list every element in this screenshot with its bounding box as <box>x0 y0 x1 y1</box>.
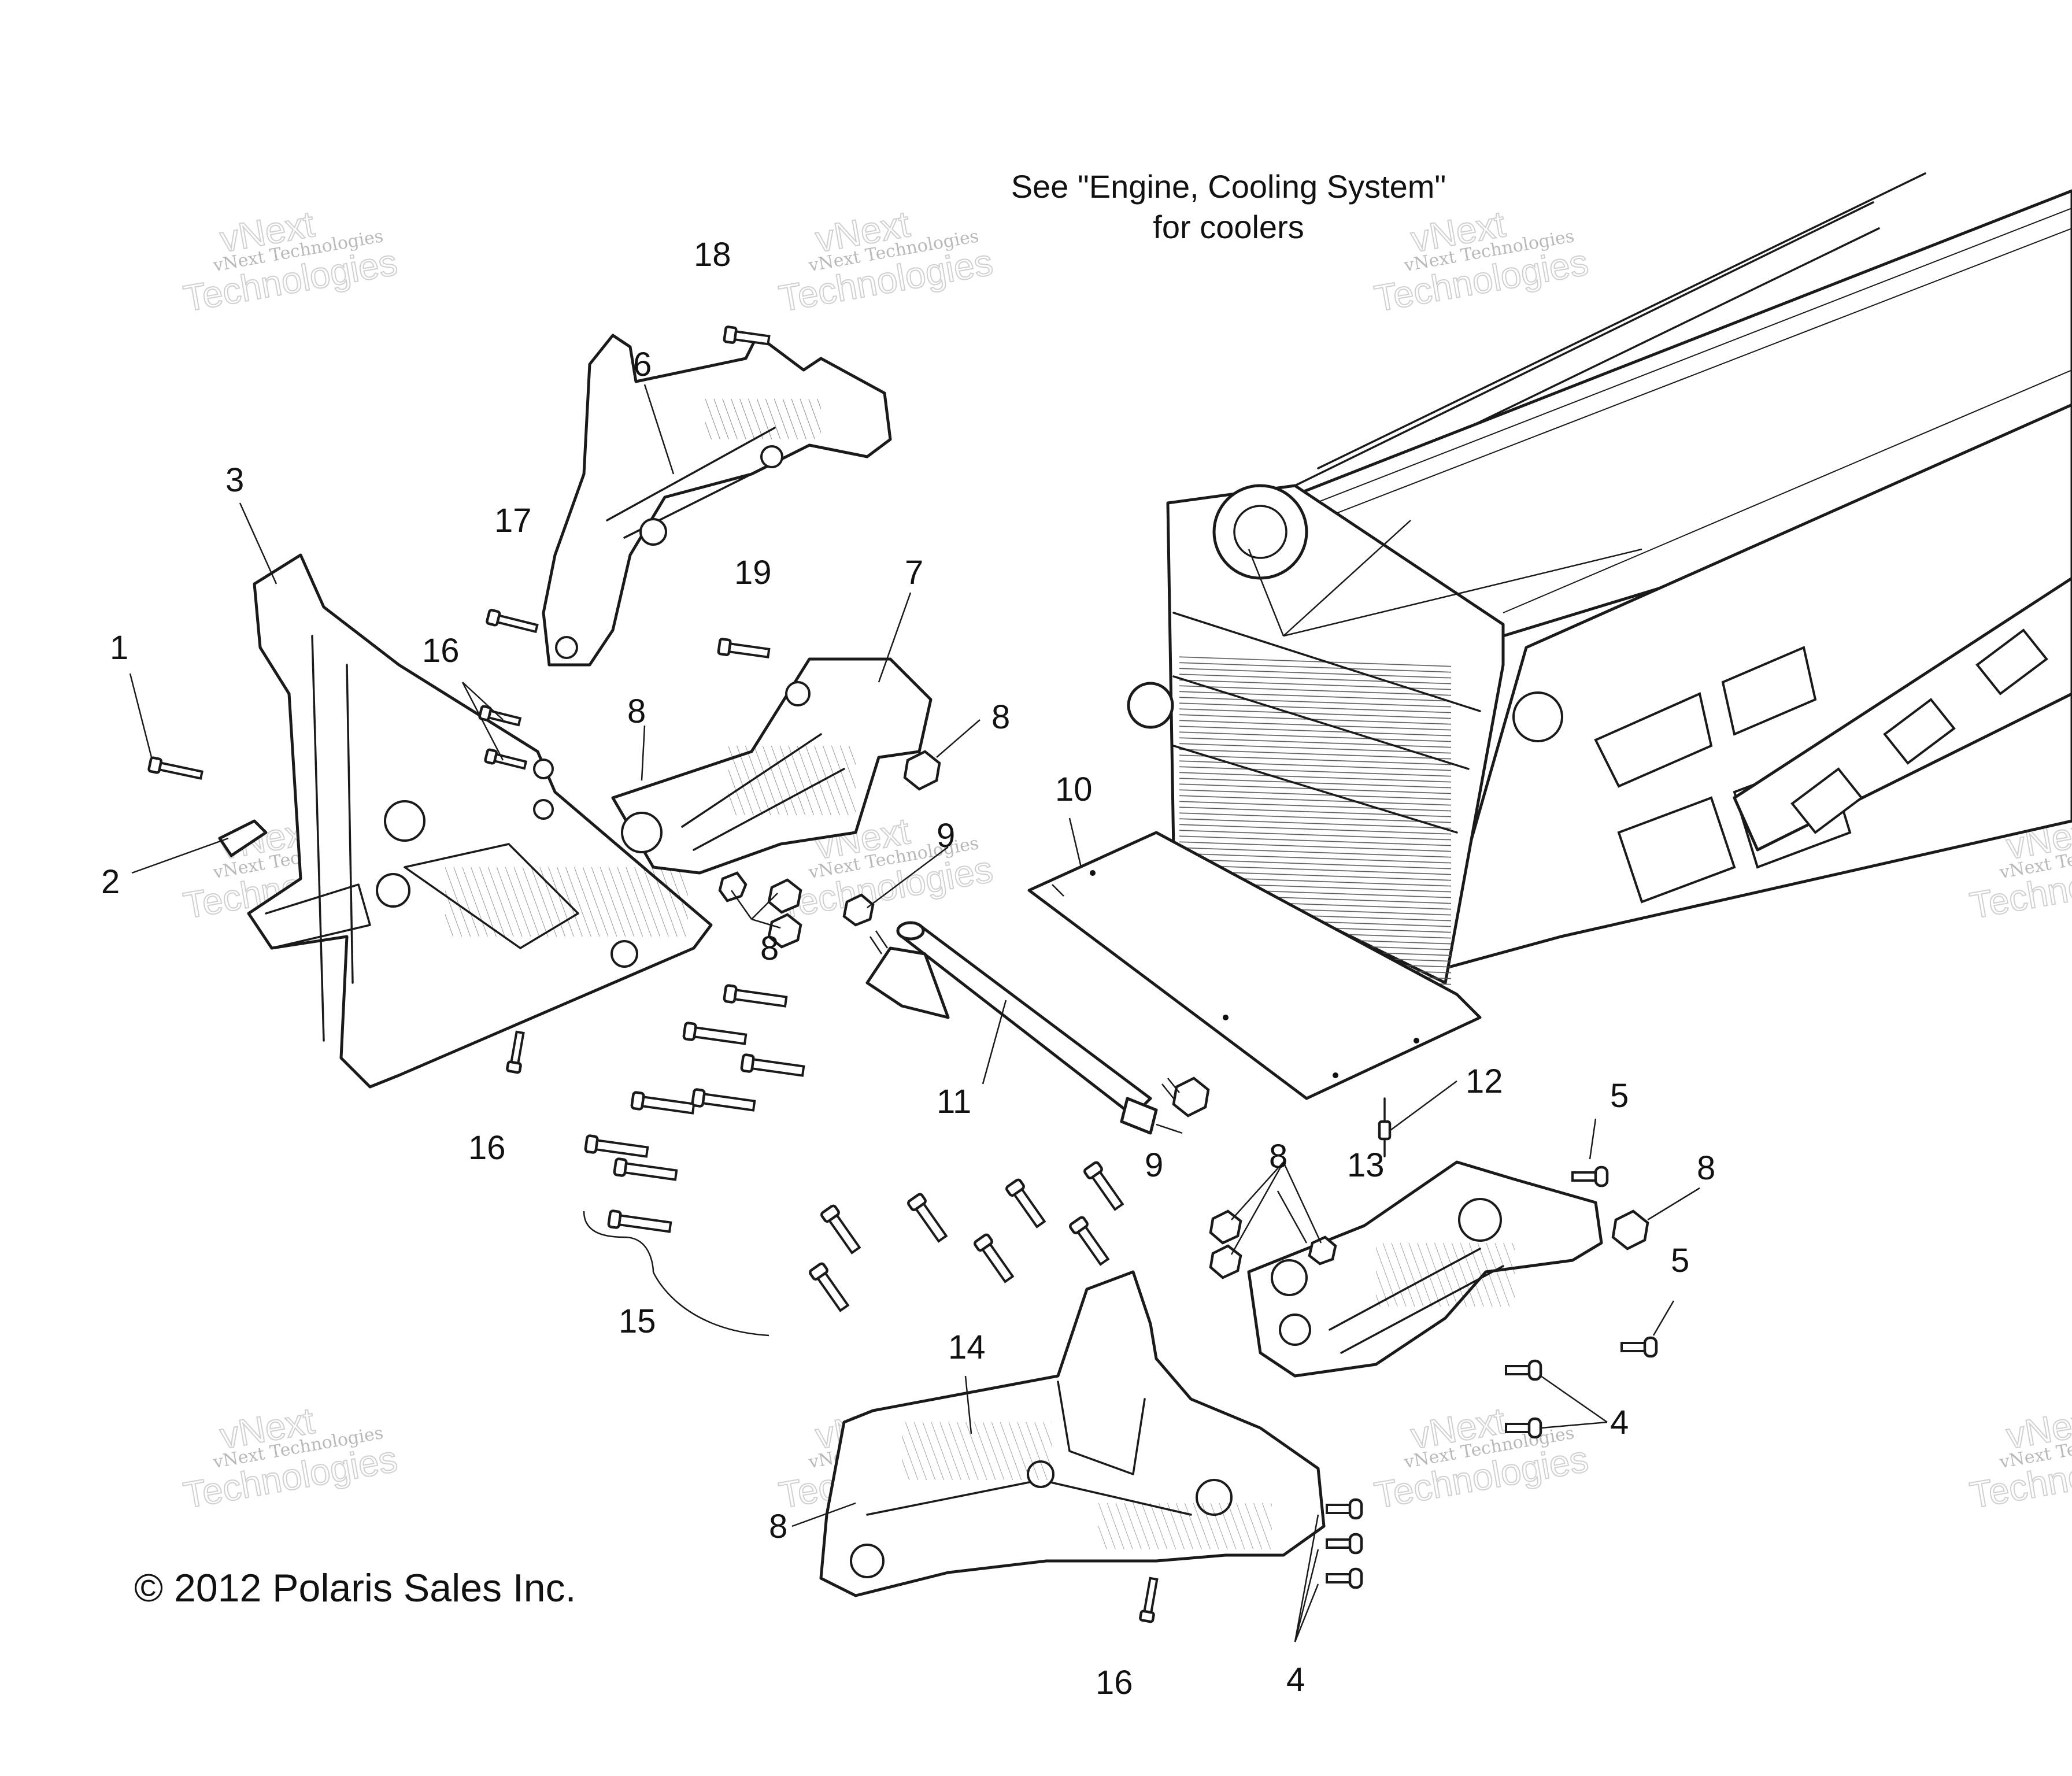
rear-bracket <box>1247 1160 1603 1378</box>
bolt <box>740 1053 805 1077</box>
nut <box>1611 1209 1649 1250</box>
callout-8: 8 <box>627 693 646 730</box>
bolt <box>717 638 771 658</box>
callout-9: 9 <box>937 817 955 854</box>
nut <box>718 871 748 902</box>
callout-9: 9 <box>1145 1146 1163 1184</box>
callout-8: 8 <box>991 698 1010 736</box>
callout-4: 4 <box>1610 1404 1629 1441</box>
callout-16: 16 <box>422 632 460 669</box>
bolt <box>723 325 771 346</box>
bolt <box>584 1134 649 1158</box>
nut <box>1209 1244 1242 1279</box>
front-bulkhead-left <box>247 553 713 1089</box>
bolt <box>974 1233 1015 1283</box>
callout-8: 8 <box>760 930 779 967</box>
callout-15: 15 <box>619 1303 656 1340</box>
callout-3: 3 <box>225 461 244 499</box>
watermark: vNext vNext Technologies Technologies <box>1371 202 1592 320</box>
bolt <box>630 1091 695 1115</box>
callout-14: 14 <box>948 1329 986 1366</box>
callout-16: 16 <box>468 1129 506 1167</box>
bottom-bulkhead <box>819 1270 1326 1597</box>
bolt <box>607 1209 672 1233</box>
watermark: vNext vNext Technologies Technologies <box>180 1399 401 1517</box>
callout-19: 19 <box>734 554 772 591</box>
watermark: vNext vNext Technologies Technologies <box>180 202 401 320</box>
bolt <box>613 1157 678 1181</box>
watermark: vNext vNext Technologies Technologies <box>1371 1399 1592 1517</box>
callout-8: 8 <box>1269 1138 1287 1175</box>
callout-18: 18 <box>694 236 731 273</box>
bolt <box>1326 1567 1363 1589</box>
nut <box>842 893 875 927</box>
bolt <box>723 984 788 1008</box>
callout-16: 16 <box>1096 1664 1133 1701</box>
bolt <box>691 1088 756 1112</box>
callout-12: 12 <box>1466 1063 1503 1100</box>
cross-tube <box>865 921 1158 1135</box>
bolt <box>506 1030 525 1074</box>
lock-plate <box>218 819 268 857</box>
bolt <box>1326 1498 1363 1520</box>
bolt <box>486 609 539 634</box>
center-bracket <box>611 657 933 875</box>
bolt <box>1083 1161 1124 1211</box>
nut <box>1209 1209 1242 1245</box>
callout-1: 1 <box>110 629 128 667</box>
callout-17: 17 <box>494 502 532 539</box>
callout-7: 7 <box>905 554 923 591</box>
callouts: 1 2 3 6 18 17 19 7 16 8 8 8 9 10 11 12 1… <box>101 236 1715 1701</box>
leader-lines <box>129 384 1700 1642</box>
bolt <box>1326 1533 1363 1555</box>
bolt <box>1069 1216 1110 1266</box>
callout-13: 13 <box>1347 1146 1385 1184</box>
bolt <box>682 1022 748 1045</box>
callout-11: 11 <box>937 1083 971 1120</box>
watermark: vNext vNext Technologies Technologies <box>775 202 996 320</box>
bolt <box>1620 1336 1658 1358</box>
bolt <box>809 1262 850 1312</box>
callout-2: 2 <box>101 863 120 901</box>
bolt <box>1505 1359 1542 1381</box>
upper-strut <box>542 334 892 667</box>
watermark: vNext vNext Technologies Technologies <box>1966 1399 2072 1517</box>
callout-5: 5 <box>1610 1077 1629 1115</box>
see-note: See "Engine, Cooling System" for coolers <box>1011 168 1446 245</box>
bolt <box>907 1193 948 1243</box>
note-line-1: See "Engine, Cooling System" <box>1011 168 1446 205</box>
callout-4: 4 <box>1286 1661 1305 1699</box>
tunnel-chassis <box>1027 172 2072 1100</box>
nut <box>1308 1235 1337 1266</box>
callout-6: 6 <box>633 346 652 383</box>
callout-5: 5 <box>1671 1242 1689 1279</box>
copyright-notice: © 2012 Polaris Sales Inc. <box>134 1566 576 1610</box>
callout-10: 10 <box>1055 771 1093 808</box>
bolt <box>1139 1577 1159 1623</box>
note-line-2: for coolers <box>1153 209 1304 245</box>
bolt <box>1571 1166 1609 1187</box>
rivet <box>1378 1097 1392 1157</box>
callout-8: 8 <box>1697 1149 1715 1187</box>
bolt <box>820 1204 861 1255</box>
bolt <box>1005 1178 1046 1229</box>
bolt <box>478 705 522 727</box>
bolt <box>147 756 204 780</box>
fasteners <box>147 325 1658 1623</box>
nut <box>767 913 802 949</box>
callout-8: 8 <box>769 1508 787 1545</box>
nut <box>1172 1076 1210 1118</box>
nut <box>903 750 941 791</box>
